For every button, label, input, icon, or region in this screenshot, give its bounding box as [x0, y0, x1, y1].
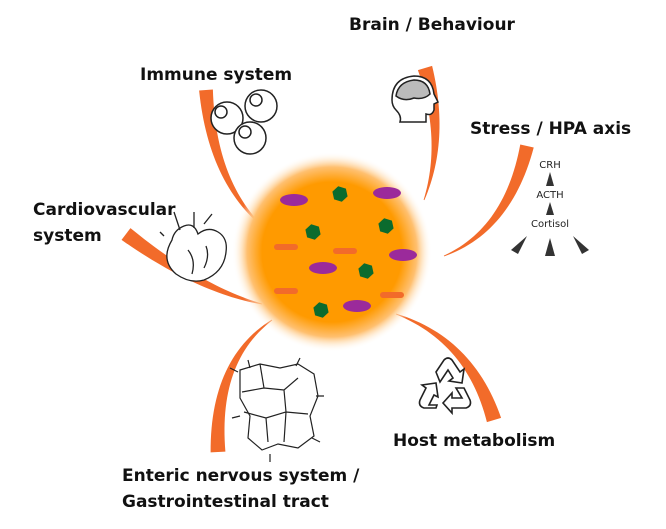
green-hexagon-microbe: [358, 263, 374, 279]
label-stress-hpa: Stress / HPA axis: [470, 119, 632, 139]
label-cardiovascular: Cardiovascular: [33, 200, 176, 220]
hpa-axis-icon: CRH ACTH Cortisol: [511, 160, 589, 256]
label-host-metabolism: Host metabolism: [393, 431, 556, 451]
enteric-network-icon: [229, 357, 324, 462]
purple-ellipse-microbe: [309, 262, 337, 274]
green-hexagon-microbe: [313, 302, 329, 318]
orange-rod-microbe: [274, 288, 298, 294]
label-enteric-nervous-system: Enteric nervous system /: [122, 466, 360, 486]
immune-cells-icon: [210, 89, 278, 155]
arc-metabolism: [395, 313, 502, 423]
arc-enteric: [210, 319, 273, 453]
hpa-cortisol: Cortisol: [531, 219, 569, 230]
purple-ellipse-microbe: [389, 249, 417, 261]
arc-stress: [443, 144, 534, 257]
purple-ellipse-microbe: [280, 194, 308, 206]
label-brain-behaviour: Brain / Behaviour: [349, 15, 515, 35]
hpa-crh: CRH: [539, 160, 560, 171]
purple-ellipse-microbe: [373, 187, 401, 199]
label-cardiovascular-system: system: [33, 226, 102, 246]
orange-rod-microbe: [333, 248, 357, 254]
green-hexagon-microbe: [378, 218, 394, 234]
orange-rod-microbe: [380, 292, 404, 298]
green-hexagon-microbe: [305, 224, 321, 240]
orange-rod-microbe: [274, 244, 298, 250]
arc-cardio: [121, 228, 263, 305]
microbes: [274, 186, 417, 318]
purple-ellipse-microbe: [343, 300, 371, 312]
hpa-acth: ACTH: [536, 190, 563, 201]
heart-icon: [159, 211, 227, 282]
brain-head-icon: [391, 75, 440, 123]
label-gastrointestinal-tract: Gastrointestinal tract: [122, 492, 329, 512]
recycle-icon: [418, 357, 472, 416]
green-hexagon-microbe: [332, 186, 348, 202]
label-immune-system: Immune system: [140, 65, 293, 85]
